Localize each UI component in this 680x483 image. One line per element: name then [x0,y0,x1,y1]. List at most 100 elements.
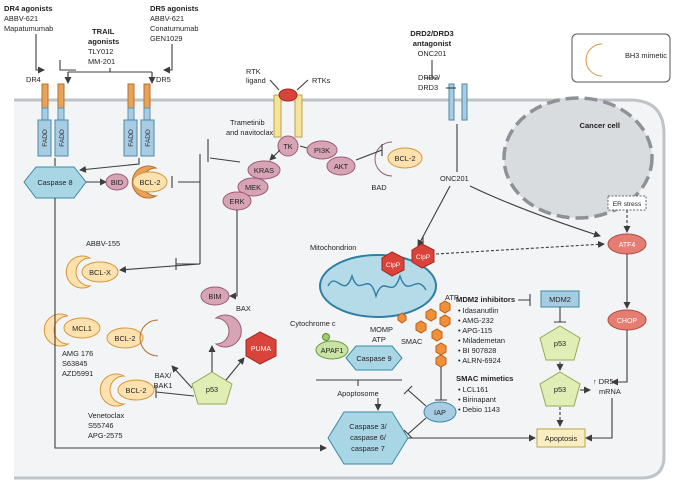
rtk-chain-1 [273,94,282,138]
smac-mimetic-1: • LCL161 [458,385,489,394]
dr4-receptor-chain-2 [57,83,65,109]
bcl2-lower-node [117,379,155,401]
dr5-fadd-2 [140,119,155,157]
trail-title-2: agonists [88,37,119,46]
caspase8-to-caspase37 [54,198,327,452]
mek-node [237,177,269,197]
akt-inhibit-bad [355,144,383,161]
mitochondrion [319,254,437,318]
clpp-inner-label: ClpP [386,262,401,269]
p53-inhibit-bcl2 [155,391,195,397]
mek-label: MEK [245,183,261,192]
bcl2-inhibitor-1: Venetoclax [88,411,124,420]
rtk-pointers [269,79,309,91]
puma-label: PUMA [251,346,272,353]
bcl2-lower-mimetic-icon [99,373,125,407]
erk-to-bim-inhibit [229,210,238,300]
dr5-agonist-1: ABBV-621 [150,14,184,23]
atf4-label: ATF4 [619,242,636,249]
puma-node [245,331,277,365]
p53-right-lower-node [539,371,581,407]
smac-mimetic-2: • Birinapant [458,395,496,404]
drd-antagonist-title-1: DRD2/DRD3 [410,29,453,38]
smac-hex-5 [431,328,443,342]
apoptosis-box [536,428,586,448]
mcl1-node [63,317,101,339]
mcl1-inhibitor-1: AMG 176 [62,349,93,358]
smac-label: SMAC [401,337,423,346]
dr5-receptor-chain-2 [143,83,151,109]
pi3k-label: PI3K [314,146,330,155]
mitochondrion-cristae [327,273,427,299]
dr4-fadd-1 [37,119,52,157]
trail-agonist-2: MM-201 [88,57,115,66]
bcl2-lower-label: BCL-2 [126,386,147,395]
trametinib-inhibit-bars [171,176,177,270]
bcl2-akt-node [387,147,423,169]
cytochrome-c-dot [322,333,330,341]
apoptosis-label: Apoptosis [545,434,578,443]
momp-atp-label: ATP [372,335,386,344]
dr4-agonist-1: ABBV-621 [4,14,38,23]
bh3-mimetic-icon [585,43,603,77]
smac-hex-2 [425,308,437,322]
bclx-label: BCL-X [89,268,111,277]
bad-label: BAD [371,183,386,192]
bclx-mimetic-icon [65,255,91,289]
p53-left-label: p53 [206,385,218,394]
bad-crescent-icon [374,141,393,177]
smac-hex-1 [439,300,451,314]
atp-label: ATP [445,293,459,302]
trail-bracket [67,68,153,80]
dr5-tm-2 [143,107,151,121]
caspase37-node [327,411,409,465]
dr5-fadd-1 [123,119,138,157]
tk-label: TK [283,142,293,151]
dr4-fadd-label-1: FADD [42,129,49,147]
caspase9-node [345,345,403,371]
p53-right-upper-node [539,325,581,361]
mdm2-inhibitors-bar [518,294,531,306]
iap-inhibit-caspase37 [403,417,427,439]
iap-label: IAP [434,408,446,417]
clpp-outer-node [411,243,435,269]
iap-inhibit-caspase9 [403,385,427,407]
bim-node [200,286,230,306]
akt-node [326,156,356,176]
dr4-fadd-2 [54,119,69,157]
mdm2-inhibitors-title: MDM2 inhibitors [456,295,515,304]
bcl2-node-top [132,171,168,193]
nucleus [502,96,654,220]
pi3k-node [306,140,338,160]
smac-hex-3 [439,314,451,328]
cancer-cell-label: Cancer cell [579,121,620,130]
tk-to-pi3k [299,145,308,149]
bax-bak1-label-1: BAX/ [155,371,173,380]
bcl2-label-top: BCL-2 [140,178,161,187]
dr4-receptor-chain-1 [41,83,49,109]
rtk-chain-2 [294,94,303,138]
kras-label: KRAS [254,166,274,175]
rtk-ligand-label-1: RTK [246,67,261,76]
mdm2-inhibitor-3: • APG-115 [458,326,492,335]
mdm2-inhibit-p53 [554,307,566,323]
onc201-to-atf4 [469,185,601,238]
legend-box [571,33,671,83]
trametinib-to-bclx [119,263,201,274]
fadd-to-caspase8-dr5 [79,158,140,173]
dr4-tm-1 [41,107,49,121]
p53-to-puma [225,357,245,381]
cytochrome-c-hex [397,312,407,324]
mdm2-inhibitor-6: • ALRN-6924 [458,356,501,365]
dr4-fadd-label-2: FADD [59,129,66,147]
kras-node [247,160,281,180]
mdm2-label: MDM2 [549,295,571,304]
rtk-ligand-label-2: ligand [246,76,266,85]
dr5-agonist-2: Conatumumab [150,24,198,33]
caspase9-label: Caspase 9 [356,354,391,363]
trail-agonist-1: TLY012 [88,47,113,56]
drd-receptor-1 [448,83,455,121]
bcl2-mid-label: BCL-2 [115,334,136,343]
apoptosome-bracket [316,379,402,386]
